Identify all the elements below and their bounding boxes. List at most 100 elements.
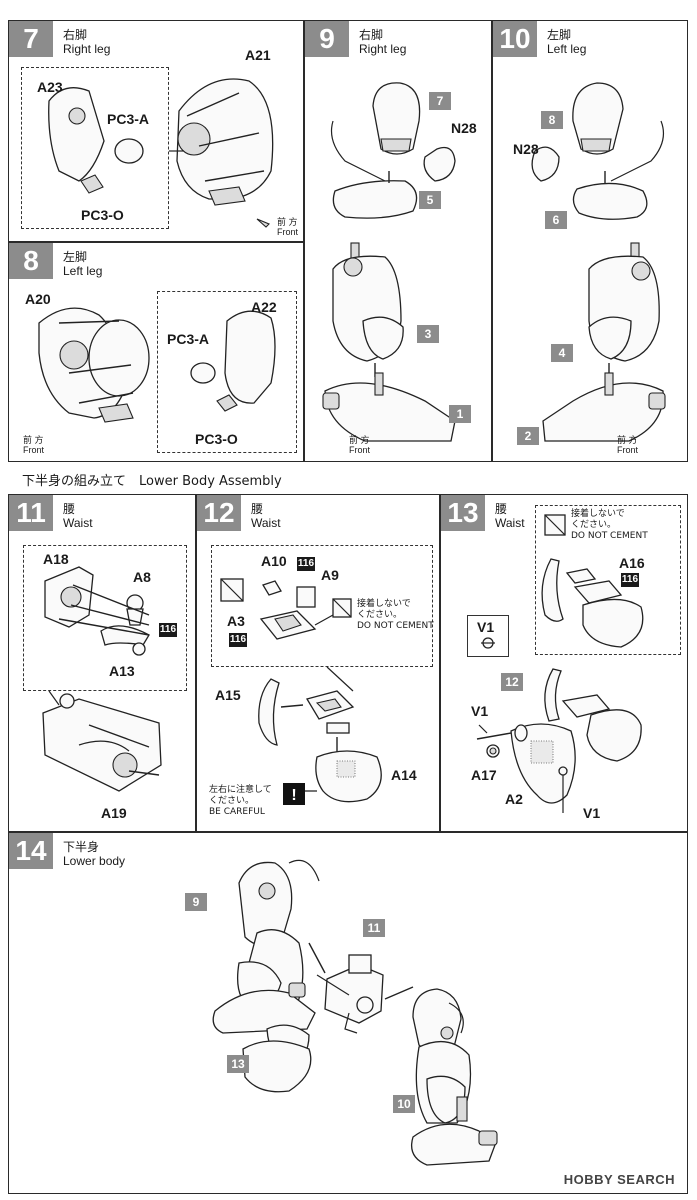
label-n28-10: N28 <box>513 141 539 157</box>
step-12-title-en: Waist <box>251 516 281 530</box>
ref-13: 13 <box>227 1055 249 1073</box>
note-no-cement-13: 接着しないで ください。 DO NOT CEMENT <box>571 509 648 542</box>
step-7-panel: 7 右脚 Right leg A23 A21 PC3-A PC3-O 前 方 F… <box>8 20 304 242</box>
step-12-panel: 12 腰 Waist ! A10 116 <box>196 494 440 832</box>
step-9-title-en: Right leg <box>359 42 407 56</box>
step-11-number: 11 <box>9 495 53 531</box>
step-7-title-en: Right leg <box>63 42 111 56</box>
tag-116-12a: 116 <box>297 557 315 571</box>
label-a15: A15 <box>215 687 241 703</box>
step-7-drawing <box>48 78 274 228</box>
ref-5: 5 <box>419 191 441 209</box>
label-a2: A2 <box>505 791 523 807</box>
ref-3: 3 <box>417 325 439 343</box>
step-13-title-en: Waist <box>495 516 525 530</box>
label-a20: A20 <box>25 291 51 307</box>
step-11-title-jp: 腰 <box>63 502 76 516</box>
front-indicator-9: 前 方 Front <box>349 435 370 455</box>
note-careful-en: BE CAREFUL <box>209 807 265 817</box>
label-a22: A22 <box>251 299 277 315</box>
step-8-panel: 8 左脚 Left leg A20 A22 PC3-A PC3-O 前 方 Fr… <box>8 242 304 462</box>
step-12-number: 12 <box>197 495 241 531</box>
ref-8: 8 <box>541 111 563 129</box>
step-10-number: 10 <box>493 21 537 57</box>
label-a8: A8 <box>133 569 151 585</box>
step-9-panel: 9 右脚 Right leg 7 N28 5 3 1 前 方 Front <box>304 20 492 462</box>
step-11-drawing <box>42 566 162 792</box>
step-14-drawing <box>212 859 498 1166</box>
tag-116-12b: 116 <box>229 633 247 647</box>
step-14-number: 14 <box>9 833 53 869</box>
label-pc3o-8: PC3-O <box>195 431 238 447</box>
step-10-drawing <box>531 82 666 442</box>
label-a19: A19 <box>101 805 127 821</box>
note-no-cement-en: DO NOT CEMENT <box>571 531 648 541</box>
label-n28-9: N28 <box>451 120 477 136</box>
step-13-panel: 13 腰 Waist 接着しないで くださ <box>440 494 688 832</box>
ref-11: 11 <box>363 919 385 937</box>
front-en: Front <box>349 445 371 455</box>
ref-1: 1 <box>449 405 471 423</box>
step-12-detail-box <box>211 545 433 667</box>
label-v1-top: V1 <box>471 703 489 719</box>
note-careful-jp: 左右に注意して ください。 <box>209 785 272 806</box>
step-14-title-jp: 下半身 <box>63 840 100 854</box>
label-a18: A18 <box>43 551 69 567</box>
step-9-number: 9 <box>305 21 349 57</box>
section-title: 下半身の組み立て Lower Body Assembly <box>22 474 282 489</box>
step-8-title-jp: 左脚 <box>63 250 88 264</box>
ref-7: 7 <box>429 92 451 110</box>
label-a21: A21 <box>245 47 271 63</box>
front-jp: 前 方 <box>617 435 638 445</box>
step-7-detail-box <box>21 67 169 229</box>
label-a3: A3 <box>227 613 245 629</box>
step-9-drawing <box>322 82 456 442</box>
tag-116-13: 116 <box>621 573 639 587</box>
step-13-drawing <box>476 514 644 813</box>
step-14-panel: 14 下半身 Lower body <box>8 832 688 1194</box>
tag-116-11: 116 <box>159 623 177 637</box>
note-no-cement-en: DO NOT CEMENT <box>357 621 434 631</box>
step-13-title-jp: 腰 <box>495 502 508 516</box>
front-en: Front <box>23 445 45 455</box>
step-12-title-jp: 腰 <box>251 502 264 516</box>
ref-12: 12 <box>501 673 523 691</box>
step-8-detail-box <box>157 291 297 453</box>
front-jp: 前 方 <box>349 435 370 445</box>
step-11-panel: 11 腰 Waist A18 A8 116 A13 A19 <box>8 494 196 832</box>
label-a17: A17 <box>471 767 497 783</box>
ref-4: 4 <box>551 344 573 362</box>
ref-6: 6 <box>545 211 567 229</box>
step-9-title-jp: 右脚 <box>359 28 384 42</box>
front-indicator-8: 前 方 Front <box>23 435 44 455</box>
label-a13: A13 <box>109 663 135 679</box>
ref-10: 10 <box>393 1095 415 1113</box>
ref-2: 2 <box>517 427 539 445</box>
label-a16: A16 <box>619 555 645 571</box>
note-no-cement-jp: 接着しないで ください。 <box>571 509 625 530</box>
label-a23: A23 <box>37 79 63 95</box>
label-a9: A9 <box>321 567 339 583</box>
step-10-title-en: Left leg <box>547 42 587 56</box>
note-be-careful: 左右に注意して ください。 BE CAREFUL <box>209 785 272 818</box>
label-pc3a-8: PC3-A <box>167 331 210 347</box>
step-14-title-en: Lower body <box>63 854 126 868</box>
step-12-drawing: ! <box>220 578 382 805</box>
step-7-title-jp: 右脚 <box>63 28 88 42</box>
step-11-title-en: Waist <box>63 516 93 530</box>
front-en: Front <box>277 227 299 237</box>
step-8-number: 8 <box>9 243 53 279</box>
note-no-cement-12: 接着しないで ください。 DO NOT CEMENT <box>357 599 434 632</box>
step-13-number: 13 <box>441 495 485 531</box>
label-v1-bottom: V1 <box>583 805 601 821</box>
note-no-cement-jp: 接着しないで ください。 <box>357 599 411 620</box>
step-8-drawing <box>38 307 276 423</box>
step-10-panel: 10 左脚 Left leg 8 N28 6 4 2 前 方 Front <box>492 20 688 462</box>
step-8-title-en: Left leg <box>63 264 103 278</box>
label-pc3o: PC3-O <box>81 207 124 223</box>
step-10-title-jp: 左脚 <box>547 28 572 42</box>
watermark-logo: HOBBY SEARCH <box>563 1172 675 1187</box>
v1-part-box <box>467 615 509 657</box>
front-indicator-7: 前 方 Front <box>277 217 298 237</box>
